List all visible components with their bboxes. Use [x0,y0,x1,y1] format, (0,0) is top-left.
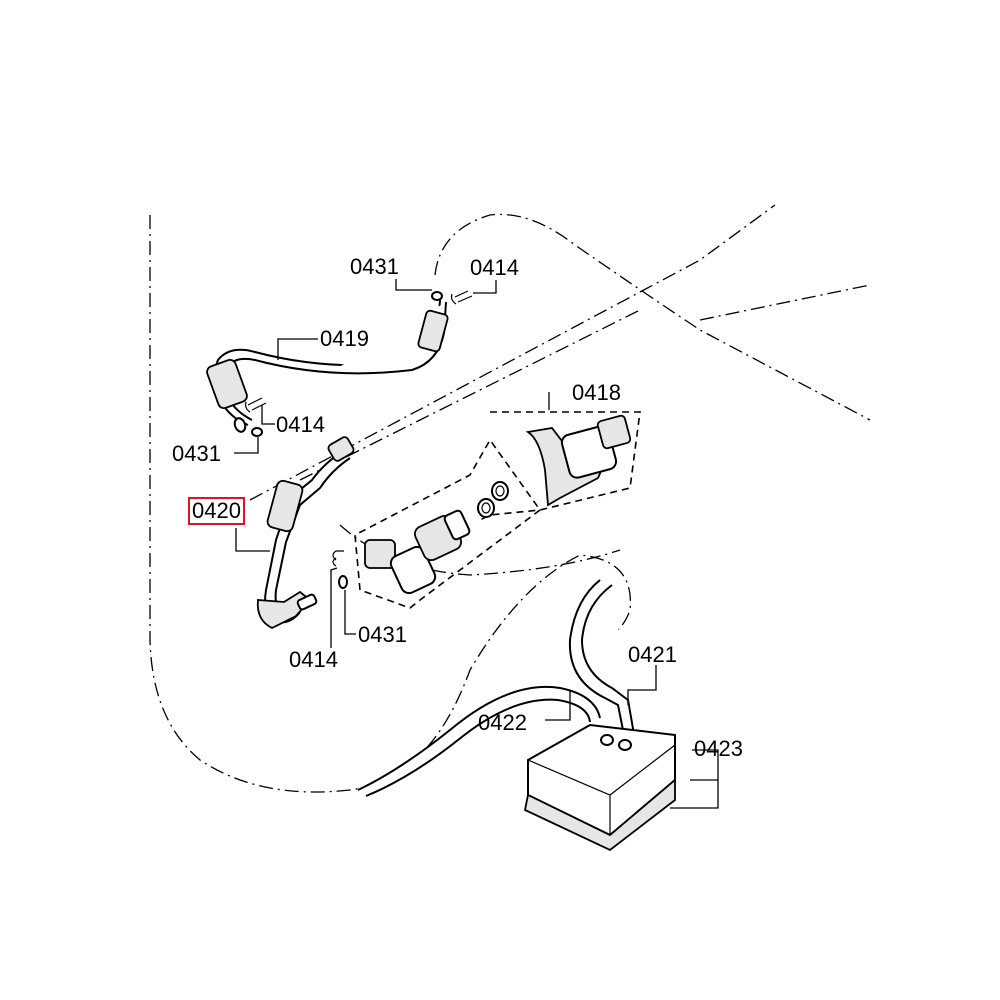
hose-0420 [256,436,355,630]
assembly-0418-box [354,411,641,609]
callout-0414-low[interactable]: 0414 [289,647,338,672]
callout-0414-mid[interactable]: 0414 [276,412,325,437]
hoses-0421-0422 [357,579,636,797]
clamps-0414 [244,290,473,567]
callout-0431-mid[interactable]: 0431 [172,441,221,466]
callout-0422[interactable]: 0422 [478,710,527,735]
tank-0423 [523,723,676,852]
valve-assembly [364,481,509,595]
sensor-0418 [525,414,632,507]
callout-0418[interactable]: 0418 [572,380,621,405]
hose-0419 [206,299,449,426]
leader-lines [234,279,719,809]
washers-0431 [233,291,443,589]
callout-0414-top[interactable]: 0414 [470,255,519,280]
callout-0423[interactable]: 0423 [694,736,743,761]
reference-outlines [149,204,871,793]
callout-0419[interactable]: 0419 [320,326,369,351]
callout-0431-top[interactable]: 0431 [350,254,399,279]
callout-0431-low[interactable]: 0431 [358,622,407,647]
callout-0420-highlighted[interactable]: 0420 [188,497,245,525]
callout-0421[interactable]: 0421 [628,642,677,667]
